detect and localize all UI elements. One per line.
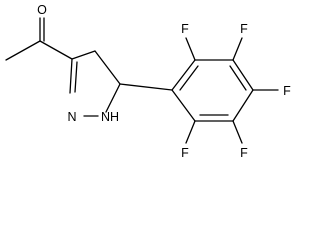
bond-ar-1-2 [171, 59, 196, 91]
bond-c5-phenyl [119, 83, 173, 91]
bond-ar-6-1 [171, 89, 196, 122]
bond-carbonyl-c3 [39, 40, 73, 60]
atom-label-f-top-right: F [240, 22, 248, 36]
atom-label-f-top-left: F [181, 22, 189, 36]
bond-c-f-bottom-right [232, 120, 243, 144]
atom-label-n1: N [67, 110, 76, 124]
bond-ar-3-4 [232, 59, 254, 91]
bond-c-f-top-right [232, 37, 243, 61]
bond-n2-c3-2 [74, 61, 78, 93]
bond-ar-4-5 [232, 89, 254, 122]
bond-c3-c4 [71, 50, 96, 60]
molecule-diagram: O N NH F F F F F [5, 3, 291, 160]
bond-n2-c3-1 [69, 58, 73, 94]
atom-label-f-bottom-left: F [181, 146, 189, 160]
bond-c-f-bottom-left [185, 120, 196, 144]
atom-label-o-carbonyl: O [37, 3, 47, 17]
bond-c5-n1 [105, 83, 121, 113]
bond-ar-inner-1 [179, 65, 199, 91]
atom-label-n2-h: NH [101, 110, 119, 124]
bond-ar-inner-2 [229, 65, 247, 91]
atom-label-f-right: F [283, 84, 291, 98]
bond-c4-c5 [94, 50, 121, 85]
bond-c-f-top-left [185, 37, 196, 61]
bond-methyl-carbonyl [5, 40, 41, 61]
atom-label-f-bottom-right: F [240, 146, 248, 160]
